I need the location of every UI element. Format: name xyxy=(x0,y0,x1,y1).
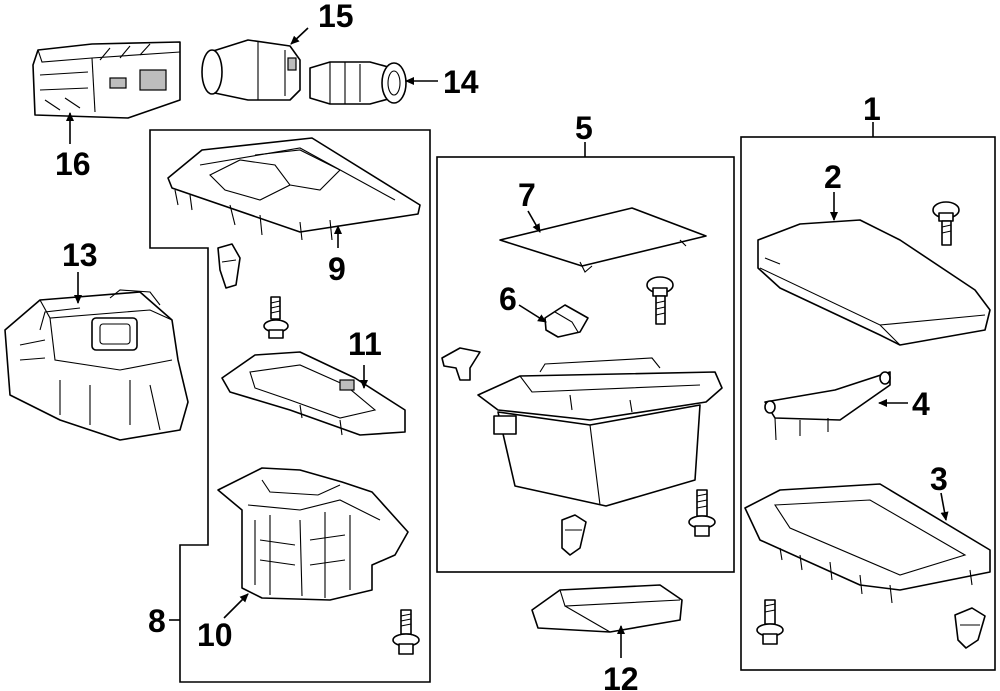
screw-part-8-a xyxy=(263,296,289,339)
callout-10: 10 xyxy=(197,617,233,653)
part-6-clip xyxy=(544,304,589,338)
part-13-switch-assembly xyxy=(4,289,189,441)
screw-part-1-a xyxy=(932,201,960,246)
leader-7 xyxy=(527,210,541,233)
part-3-base-frame xyxy=(744,483,991,604)
callout-15: 15 xyxy=(318,0,354,34)
leader-3 xyxy=(940,492,949,521)
group-box-8 xyxy=(149,129,431,683)
callout-7: 7 xyxy=(518,177,536,213)
screw-part-5-b xyxy=(688,489,716,537)
callout-5: 5 xyxy=(575,110,593,146)
part-15-socket xyxy=(201,39,301,101)
callout-3: 3 xyxy=(930,461,948,497)
screw-part-1-b xyxy=(756,599,784,645)
callout-11: 11 xyxy=(348,326,382,362)
callout-14: 14 xyxy=(443,64,479,100)
clip-part-8-a xyxy=(217,243,241,289)
leader-6 xyxy=(518,304,547,323)
callout-16: 16 xyxy=(55,146,91,182)
clip-part-5-a xyxy=(441,347,481,381)
screw-part-5-a xyxy=(646,276,674,325)
callout-6: 6 xyxy=(499,281,517,317)
callout-12: 12 xyxy=(603,661,639,691)
part-5-storage-box xyxy=(477,357,723,507)
callout-13: 13 xyxy=(62,237,98,273)
group-box-1 xyxy=(740,136,996,671)
part-14-connector xyxy=(309,61,407,105)
part-2-armrest-lid xyxy=(757,219,991,346)
callout-9: 9 xyxy=(328,251,346,287)
leader-15 xyxy=(290,27,309,45)
part-10-holder xyxy=(217,467,409,601)
part-12-module xyxy=(531,584,683,633)
callout-1: 1 xyxy=(863,91,881,127)
clip-part-1-c xyxy=(954,607,986,649)
clip-part-5-b xyxy=(561,514,587,556)
part-4-hinge xyxy=(764,371,891,441)
callout-2: 2 xyxy=(824,159,842,195)
part-9-upper-panel xyxy=(167,137,421,241)
part-11-trim-frame xyxy=(221,351,406,436)
callout-4: 4 xyxy=(912,386,930,422)
leader-10 xyxy=(223,593,249,619)
callout-8: 8 xyxy=(148,603,166,639)
part-16-usb-module xyxy=(32,41,181,119)
screw-part-8-b xyxy=(392,609,420,655)
part-7-pad xyxy=(499,207,707,273)
